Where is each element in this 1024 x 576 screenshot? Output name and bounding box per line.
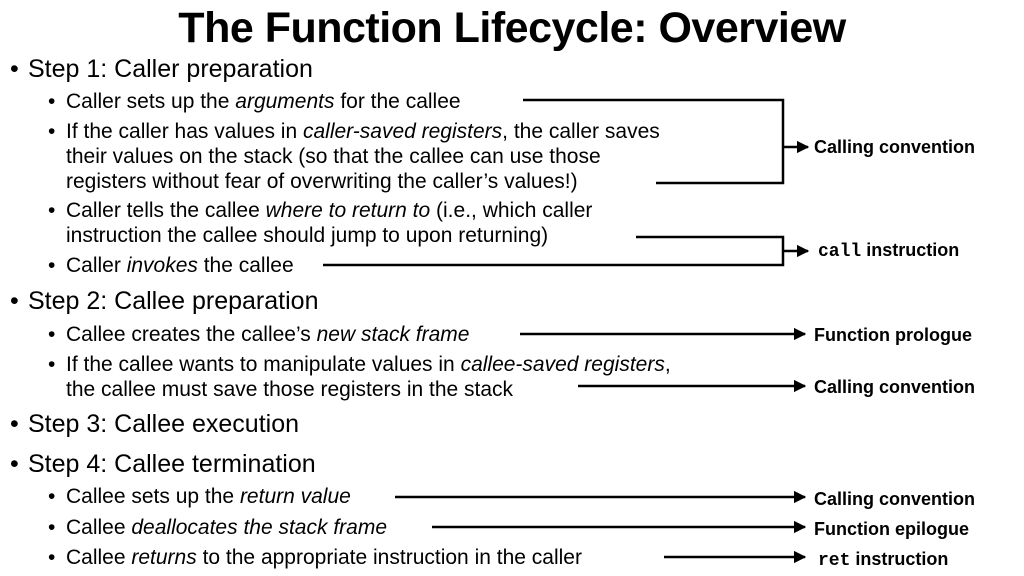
step-4-label: Step 4: Callee termination <box>28 450 316 478</box>
label-ret-instruction: ret instruction <box>818 549 949 571</box>
bullet-dot: • <box>48 353 56 376</box>
item-text: Callee sets up the return value <box>66 485 351 508</box>
bracket-calling-convention <box>523 98 785 185</box>
bullet-dot: • <box>10 287 19 315</box>
step-1-label: Step 1: Caller preparation <box>28 55 313 83</box>
ret-code: ret <box>818 551 851 571</box>
item-text: Callee creates the callee’s new stack fr… <box>66 323 470 346</box>
bullet-dot: • <box>48 90 56 113</box>
item-text: If the caller has values in caller-saved… <box>66 120 660 193</box>
bullet-dot: • <box>10 55 19 83</box>
bullet-dot: • <box>48 254 56 277</box>
bullet-dot: • <box>48 546 56 569</box>
label-calling-convention-2: Calling convention <box>814 377 976 397</box>
label-calling-convention-3: Calling convention <box>814 489 976 509</box>
step-2-label: Step 2: Callee preparation <box>28 287 319 315</box>
bullet-dot: • <box>48 199 56 222</box>
call-code: call <box>818 242 862 262</box>
slide-title: The Function Lifecycle: Overview <box>178 4 846 52</box>
bullet-dot: • <box>48 323 56 346</box>
bullet-dot: • <box>10 450 19 478</box>
bullet-dot: • <box>48 120 56 143</box>
item-text: Callee returns to the appropriate instru… <box>66 546 582 569</box>
bullet-dot: • <box>10 410 19 438</box>
label-function-prologue: Function prologue <box>814 325 972 345</box>
label-calling-convention: Calling convention <box>814 137 976 157</box>
label-call-instruction: call instruction <box>818 240 960 262</box>
step-3-label: Step 3: Callee execution <box>28 410 300 438</box>
item-text: Caller invokes the callee <box>66 254 294 277</box>
item-text: Caller sets up the arguments for the cal… <box>66 90 461 113</box>
item-text: Caller tells the callee where to return … <box>66 199 593 247</box>
label-function-epilogue: Function epilogue <box>814 519 969 539</box>
bracket-call-instruction <box>323 235 785 267</box>
bullet-dot: • <box>48 516 56 539</box>
item-text: If the callee wants to manipulate values… <box>66 353 671 401</box>
bullet-dot: • <box>48 485 56 508</box>
item-text: Callee deallocates the stack frame <box>66 516 388 539</box>
